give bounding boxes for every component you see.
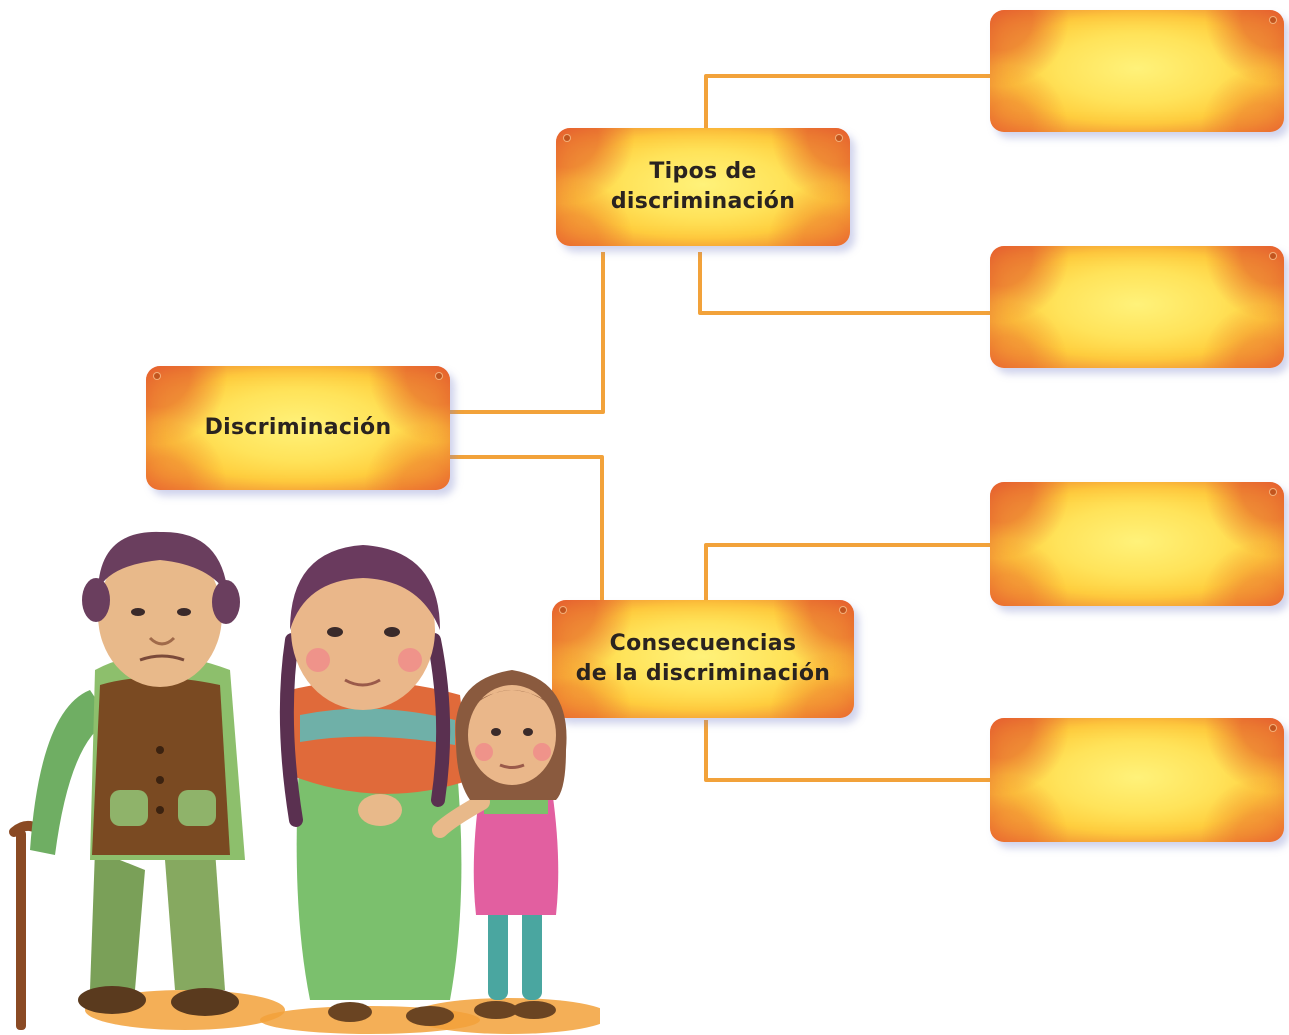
pin-icon bbox=[560, 607, 566, 613]
connector-consecuencias-to-leaf-1 bbox=[704, 543, 990, 600]
node-root: Discriminación bbox=[146, 366, 450, 490]
node-tipos: Tipos de discriminación bbox=[556, 128, 850, 246]
node-consecuencias: Consecuencias de la discriminación bbox=[552, 600, 854, 718]
pin-icon bbox=[840, 607, 846, 613]
pin-icon bbox=[154, 373, 160, 379]
old-woman-figure bbox=[279, 545, 470, 1026]
connector-root-to-consecuencias bbox=[450, 455, 604, 600]
pin-icon bbox=[436, 373, 442, 379]
node-root-label: Discriminación bbox=[204, 415, 392, 440]
pin-icon bbox=[564, 135, 570, 141]
leaf-tipos-2[interactable] bbox=[990, 246, 1284, 368]
node-tipos-label: Tipos de discriminación bbox=[610, 159, 796, 214]
connector-tipos-to-leaf-1 bbox=[704, 74, 990, 130]
leaf-consecuencias-2[interactable] bbox=[990, 718, 1284, 842]
old-man-figure bbox=[9, 531, 245, 1030]
pin-icon bbox=[1270, 725, 1276, 731]
connector-consecuencias-to-leaf-2 bbox=[704, 720, 990, 782]
leaf-tipos-1[interactable] bbox=[990, 10, 1284, 132]
pin-icon bbox=[836, 135, 842, 141]
girl-figure bbox=[432, 670, 567, 1019]
node-consecuencias-label: Consecuencias de la discriminación bbox=[575, 631, 831, 686]
leaf-consecuencias-1[interactable] bbox=[990, 482, 1284, 606]
family-elderly-couple-and-girl-illustration bbox=[9, 531, 600, 1034]
connector-root-to-tipos bbox=[450, 252, 605, 414]
pin-icon bbox=[1270, 17, 1276, 23]
pin-icon bbox=[1270, 489, 1276, 495]
pin-icon bbox=[1270, 253, 1276, 259]
connector-tipos-to-leaf-2 bbox=[698, 252, 990, 315]
